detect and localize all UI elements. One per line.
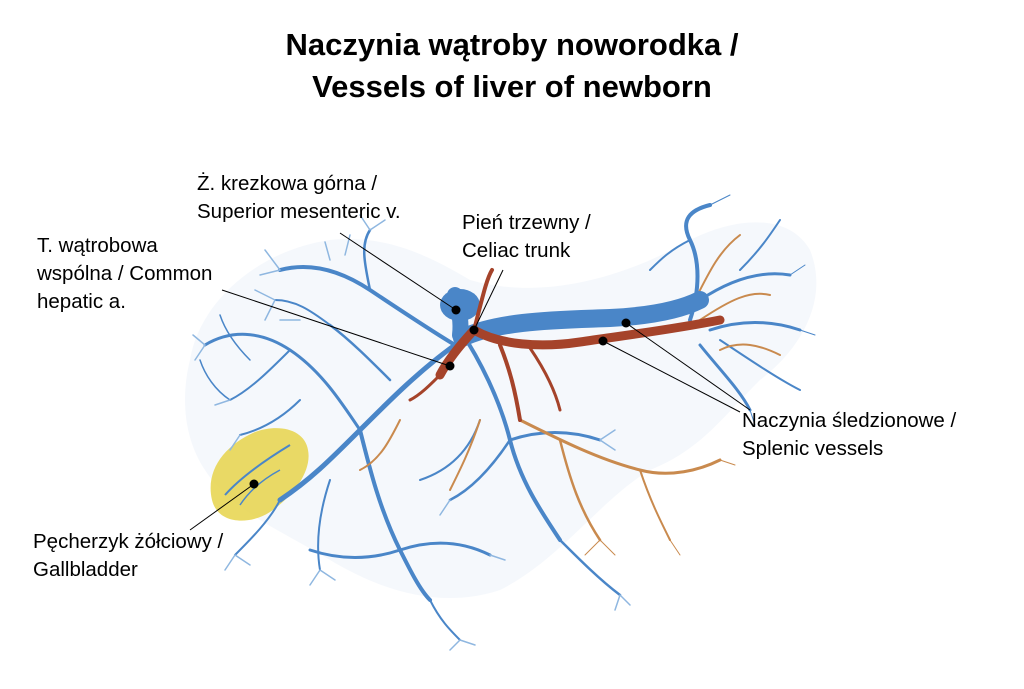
pointer-dots (249, 305, 631, 489)
splenic-artery (408, 268, 725, 422)
dot-superior-mesenteric (451, 305, 461, 315)
label-splenic-line-2: Splenic vessels (742, 437, 884, 460)
label-splenic-line-1: Naczynia śledzionowe / (742, 409, 957, 432)
leader-celiac-trunk (473, 269, 504, 331)
label-common-hepatic-artery: T. wątrobowa wspólna / Common hepatic a. (37, 232, 212, 316)
label-smv-line-2: Superior mesenteric v. (197, 200, 401, 223)
label-hepatic-line-2: wspólna / Common (37, 262, 213, 285)
label-gall-line-1: Pęcherzyk żółciowy / (33, 530, 224, 553)
dot-splenic-artery (598, 336, 608, 346)
label-gall-line-2: Gallbladder (33, 558, 138, 581)
label-splenic-vessels: Naczynia śledzionowe / Splenic vessels (742, 407, 956, 463)
dot-celiac-trunk (469, 325, 479, 335)
label-superior-mesenteric-vein: Ż. krezkowa górna / Superior mesenteric … (197, 170, 401, 226)
leader-superior-mesenteric (339, 232, 457, 311)
leader-splenic-vessels-1 (625, 322, 751, 411)
title-line-2: Vessels of liver of newborn (312, 69, 712, 104)
label-celiac-line-1: Pień trzewny / (462, 211, 591, 234)
label-hepatic-line-1: T. wątrobowa (37, 234, 158, 257)
splenic-vein (440, 287, 709, 347)
dot-common-hepatic (445, 361, 455, 371)
leader-gallbladder (189, 483, 255, 531)
fine-venous-branches (192, 214, 631, 651)
leader-common-hepatic (221, 289, 451, 367)
leader-lines (189, 232, 751, 531)
dot-gallbladder (249, 479, 259, 489)
label-celiac-line-2: Celiac trunk (462, 239, 571, 262)
page-title: Naczynia wątroby noworodka / Vessels of … (0, 24, 1024, 108)
dot-splenic-vein (621, 318, 631, 328)
hepatic-artery-branches (359, 418, 736, 556)
leader-splenic-vessels-2 (602, 340, 741, 413)
label-celiac-trunk: Pień trzewny / Celiac trunk (462, 209, 591, 265)
label-gallbladder: Pęcherzyk żółciowy / Gallbladder (33, 528, 223, 584)
label-smv-line-1: Ż. krezkowa górna / (197, 172, 378, 195)
title-line-1: Naczynia wątroby noworodka / (285, 27, 739, 62)
label-hepatic-line-3: hepatic a. (37, 290, 126, 313)
